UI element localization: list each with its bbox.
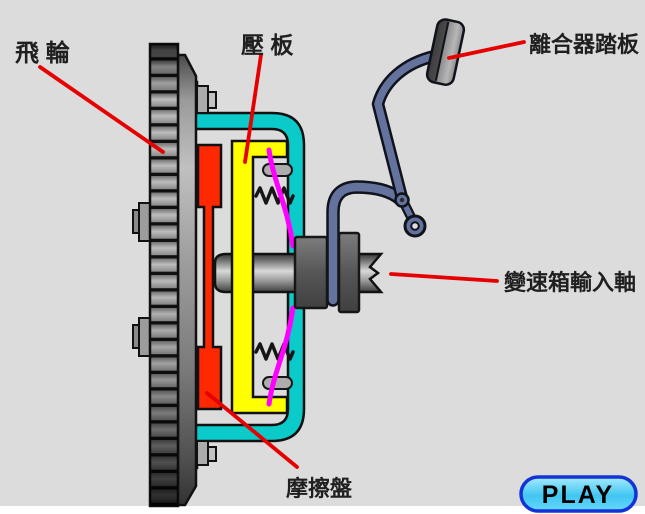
release-bearing-left [293,235,329,310]
housing-bolt-tab-bottom [196,440,209,466]
pressure-plate-part [230,139,289,415]
pedal-pad [425,18,466,86]
fork-pivot-hole [399,197,405,203]
diaphragm-spring-top [266,147,296,249]
housing-bolt-tab-top [196,85,209,114]
label-input-shaft: 變速箱輸入軸 [504,270,636,295]
release-fork-fill [328,182,405,305]
label-friction-disc: 摩擦盤 [286,476,353,501]
play-button[interactable]: PLAY [519,475,638,513]
release-fork [326,180,407,307]
coil-springs [254,186,295,361]
leader-line-friction-disc [205,391,299,469]
clutch-housing [189,80,306,470]
flywheel-body-plate [176,53,198,507]
flywheel [132,42,198,508]
retaining-pin-top [262,163,293,177]
retaining-pin-bottom [262,376,293,390]
footer-strip [0,506,645,514]
leader-line-clutch-pedal [447,40,526,60]
play-button-label[interactable]: PLAY [542,481,614,509]
release-bearing-right [337,231,361,314]
coil-spring-top [254,186,295,205]
leader-line-flywheel [38,65,165,154]
coil-spring-bottom [254,342,295,361]
labels: 飛 輪 壓 板 離合器踏板 變速箱輸入軸 摩擦盤 [15,32,640,501]
housing-bolt-nub-bottom [207,446,217,462]
release-bearing [293,231,361,314]
housing-bolt-nub-top [207,91,217,109]
pedal-pad-ridge [434,21,450,81]
play-button-body[interactable] [519,475,638,513]
label-pressure-plate: 壓 板 [241,32,294,58]
pedal-arm-fill [374,52,439,202]
diaphragm-spring-bottom [266,305,296,407]
label-flywheel: 飛 輪 [15,39,71,67]
leader-line-input-shaft [389,272,499,283]
linkage-eye-hole [410,221,420,231]
label-clutch-pedal: 離合器踏板 [529,32,640,57]
diaphragm-spring [266,147,296,407]
flywheel-teeth-shading [150,44,178,506]
leader-line-pressure-plate [243,53,263,164]
leader-lines [38,40,526,469]
friction-disc-part [196,143,223,411]
